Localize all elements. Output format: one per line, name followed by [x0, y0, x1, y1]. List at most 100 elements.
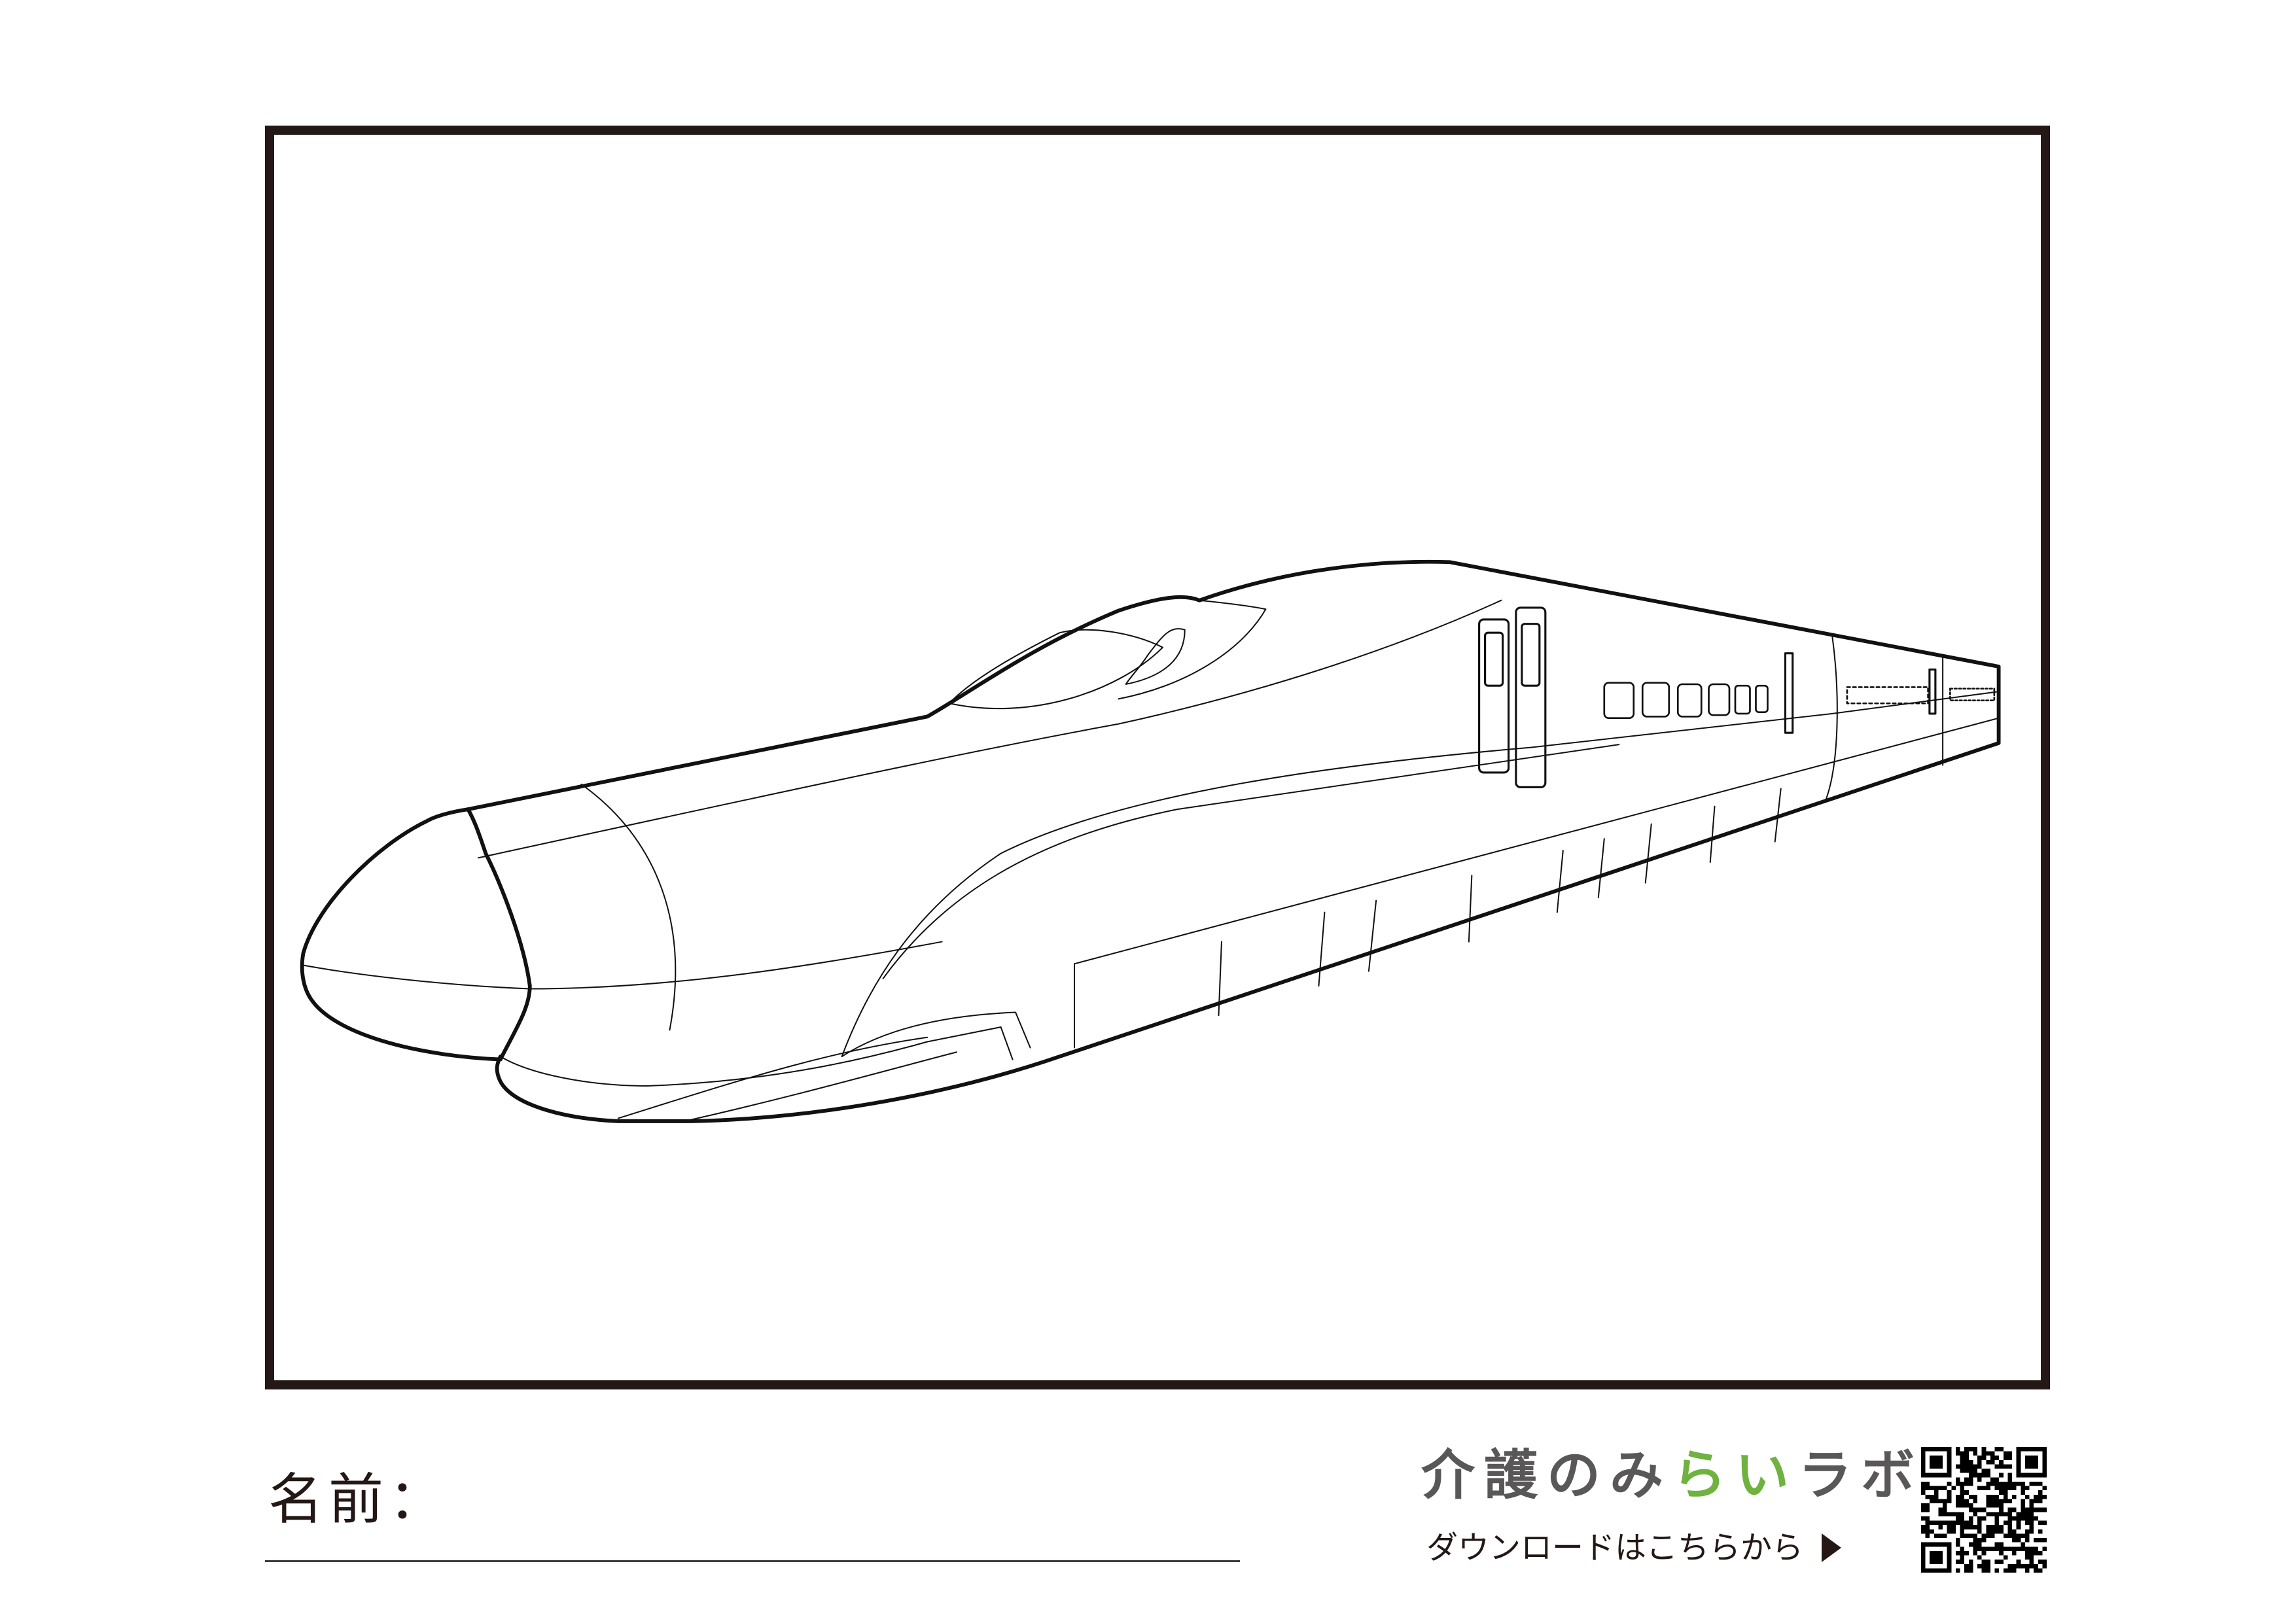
qr-module	[2012, 1538, 2017, 1543]
download-link[interactable]: ダウンロードはこちらから	[1426, 1532, 1842, 1563]
qr-module	[1986, 1494, 1990, 1499]
qr-module	[1934, 1486, 1939, 1491]
qr-module	[2003, 1486, 2008, 1491]
qr-module	[2038, 1568, 2043, 1573]
qr-module	[2029, 1520, 2034, 1526]
logo-char: い	[1735, 1444, 1799, 1507]
qr-module	[1960, 1529, 1965, 1534]
qr-module	[1973, 1538, 1978, 1543]
qr-module	[2038, 1494, 2043, 1499]
qr-module	[2042, 1507, 2047, 1512]
qr-module	[1981, 1447, 1987, 1452]
qr-module	[1968, 1542, 1973, 1547]
qr-module	[1964, 1447, 1969, 1452]
qr-module	[2007, 1520, 2013, 1526]
qr-module	[1960, 1546, 1965, 1551]
qr-module	[2012, 1516, 2017, 1521]
qr-module	[2029, 1560, 2034, 1564]
qr-module	[2042, 1563, 2047, 1569]
qr-module	[2029, 1529, 2034, 1534]
qr-module	[2024, 1486, 2030, 1491]
qr-module	[2007, 1473, 2013, 1478]
qr-module	[1968, 1464, 1973, 1469]
qr-module	[2024, 1516, 2030, 1521]
qr-module	[2007, 1568, 2013, 1573]
qr-module	[1925, 1503, 1930, 1508]
qr-module	[2029, 1516, 2034, 1521]
name-write-line[interactable]	[265, 1560, 1240, 1562]
qr-module	[1990, 1525, 1995, 1529]
qr-module	[1951, 1525, 1956, 1529]
qr-module	[2016, 1512, 2021, 1516]
qr-module	[2034, 1568, 2038, 1573]
qr-module	[1938, 1499, 1943, 1504]
qr-module	[1964, 1550, 1969, 1556]
qr-module	[1964, 1451, 1969, 1456]
qr-module	[2034, 1507, 2038, 1512]
qr-module	[2021, 1503, 2025, 1508]
qr-module	[1994, 1447, 2000, 1452]
qr-module	[1973, 1451, 1978, 1456]
qr-code-icon[interactable]	[1921, 1447, 2047, 1573]
qr-module	[2012, 1533, 2017, 1539]
kaigo-mirai-lab-logo[interactable]: 介護のみらいラボ	[1421, 1449, 1924, 1503]
qr-module	[1977, 1546, 1982, 1551]
train-body-outline	[466, 559, 2001, 1123]
qr-module	[1981, 1473, 1987, 1478]
qr-module	[2012, 1563, 2017, 1569]
qr-module	[2021, 1490, 2025, 1495]
qr-module	[1947, 1520, 1952, 1526]
qr-module	[1955, 1520, 1960, 1526]
qr-module	[2029, 1507, 2034, 1512]
qr-module	[2012, 1494, 2017, 1499]
qr-module	[1994, 1516, 2000, 1521]
qr-module	[1925, 1525, 1930, 1529]
qr-module	[1968, 1481, 1973, 1486]
qr-module	[1943, 1520, 1947, 1526]
qr-module	[1934, 1490, 1939, 1495]
qr-module	[2007, 1546, 2013, 1551]
qr-module	[2024, 1529, 2030, 1534]
qr-module	[1990, 1456, 1995, 1460]
qr-module	[1960, 1555, 1965, 1560]
qr-module	[1960, 1459, 1965, 1465]
qr-module	[1934, 1533, 1939, 1539]
qr-module	[1994, 1525, 2000, 1529]
qr-module	[1990, 1546, 1995, 1551]
qr-module	[1964, 1533, 1969, 1539]
qr-module	[1981, 1546, 1987, 1551]
qr-module	[2007, 1499, 2013, 1504]
qr-module	[2038, 1529, 2043, 1534]
qr-module	[2029, 1563, 2034, 1569]
qr-module	[1999, 1486, 2004, 1491]
qr-module	[1947, 1512, 1952, 1516]
qr-module	[2034, 1563, 2038, 1569]
qr-module	[2007, 1456, 2013, 1460]
qr-module	[1947, 1490, 1952, 1495]
qr-module	[1968, 1477, 1973, 1482]
qr-module	[2012, 1481, 2017, 1486]
qr-module	[2042, 1494, 2047, 1499]
qr-module	[1986, 1533, 1990, 1539]
qr-module	[2016, 1563, 2021, 1569]
qr-module	[2024, 1512, 2030, 1516]
qr-module	[1999, 1546, 2004, 1551]
qr-module	[1955, 1481, 1960, 1486]
qr-module	[1955, 1494, 1960, 1499]
qr-module	[1921, 1516, 1926, 1521]
qr-module	[2016, 1520, 2021, 1526]
qr-module	[1930, 1520, 1934, 1526]
qr-module	[1973, 1550, 1978, 1556]
qr-module	[2007, 1529, 2013, 1534]
logo-char: ラ	[1798, 1444, 1862, 1507]
qr-module	[2038, 1560, 2043, 1564]
qr-module	[1921, 1529, 1926, 1534]
logo-char: 護	[1484, 1444, 1547, 1507]
qr-module	[1986, 1503, 1990, 1508]
qr-module	[1955, 1503, 1960, 1508]
qr-module	[2007, 1533, 2013, 1539]
qr-module	[1955, 1512, 1960, 1516]
qr-module	[1981, 1560, 1987, 1564]
qr-module	[2029, 1499, 2034, 1504]
